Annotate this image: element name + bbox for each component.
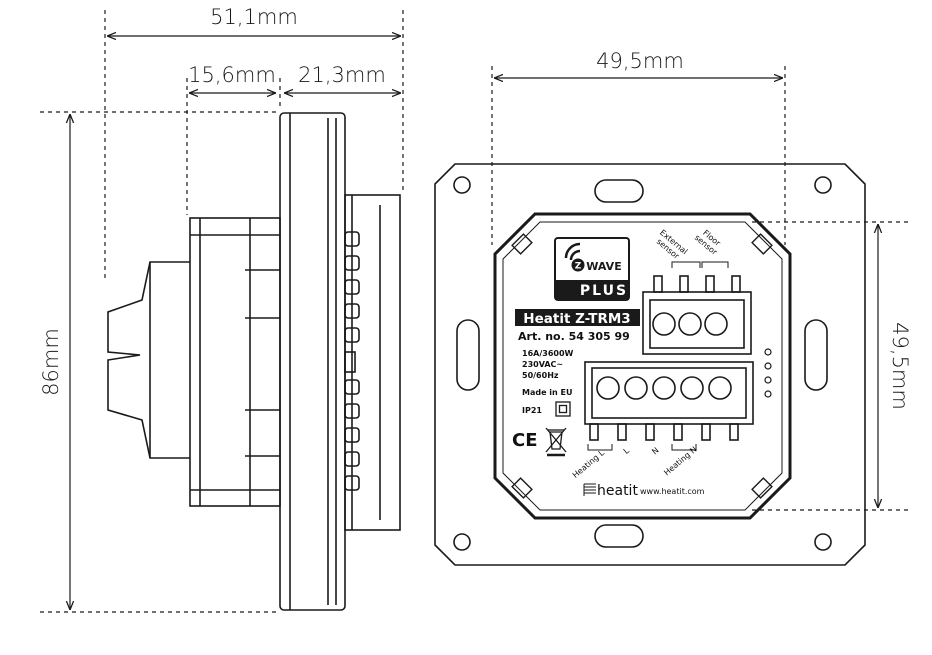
clamp [107,261,190,459]
product-name-bar [515,309,640,326]
bracket-screw-hole [814,176,832,194]
zwave-brand: WAVE [586,260,621,273]
rating-voltage: 230VAC~ [522,360,563,369]
front-view: Z WAVE PLUS Heatit Z-TRM3 Art. no. 54 30… [434,163,866,566]
dim-rear-depth: 15,6mm [188,63,276,87]
rating-frequency: 50/60Hz [522,371,559,380]
corner-clip [511,233,533,255]
double-insulation-icon [555,401,571,417]
bracket-slot [804,319,828,391]
sensor-terminal-block [642,275,752,355]
heatit-logo-mark [583,483,596,496]
corner-clip [751,477,773,499]
zwave-plus: PLUS [580,283,628,299]
dim-height: 86mm [39,328,63,396]
bracket-slot [594,179,644,203]
zwave-logo: Z WAVE PLUS [554,237,630,301]
rear-module-ribs [344,231,360,491]
weee-bin-icon [545,427,567,457]
dim-front-depth: 21,3mm [298,63,386,87]
mounting-bracket [434,163,866,566]
ip-rating: IP21 [522,406,542,415]
indicator-dots [764,348,772,398]
dim-hole-spacing-vertical: 49,5mm [888,322,912,410]
rating-power: 16A/3600W [522,349,574,358]
brand-name: heatit [597,483,638,499]
bracket-slot [456,319,480,391]
dim-overall-depth: 51,1mm [210,5,298,29]
website: www.heatit.com [640,487,705,496]
bracket-screw-hole [814,533,832,551]
made-in: Made in EU [522,388,572,397]
side-view-dimensions [40,10,404,613]
corner-clip [751,233,773,255]
side-view [107,112,401,611]
housing-body [189,217,281,507]
dim-hole-spacing-horizontal: 49,5mm [596,49,684,73]
module-inner-outline [502,221,783,511]
front-view-dimensions [491,66,910,511]
product-name: Heatit Z-TRM3 [523,311,630,327]
corner-clip [511,477,533,499]
zwave-z-glyph: Z [575,262,582,272]
article-number: Art. no. 54 305 99 [518,330,630,343]
bracket-screw-hole [453,176,471,194]
l-label: L [622,446,632,456]
n-label: N [650,446,660,457]
bracket-screw-hole [453,533,471,551]
power-terminal-block [584,361,754,441]
bracket-slot [594,524,644,548]
ce-mark: CE [512,430,538,451]
